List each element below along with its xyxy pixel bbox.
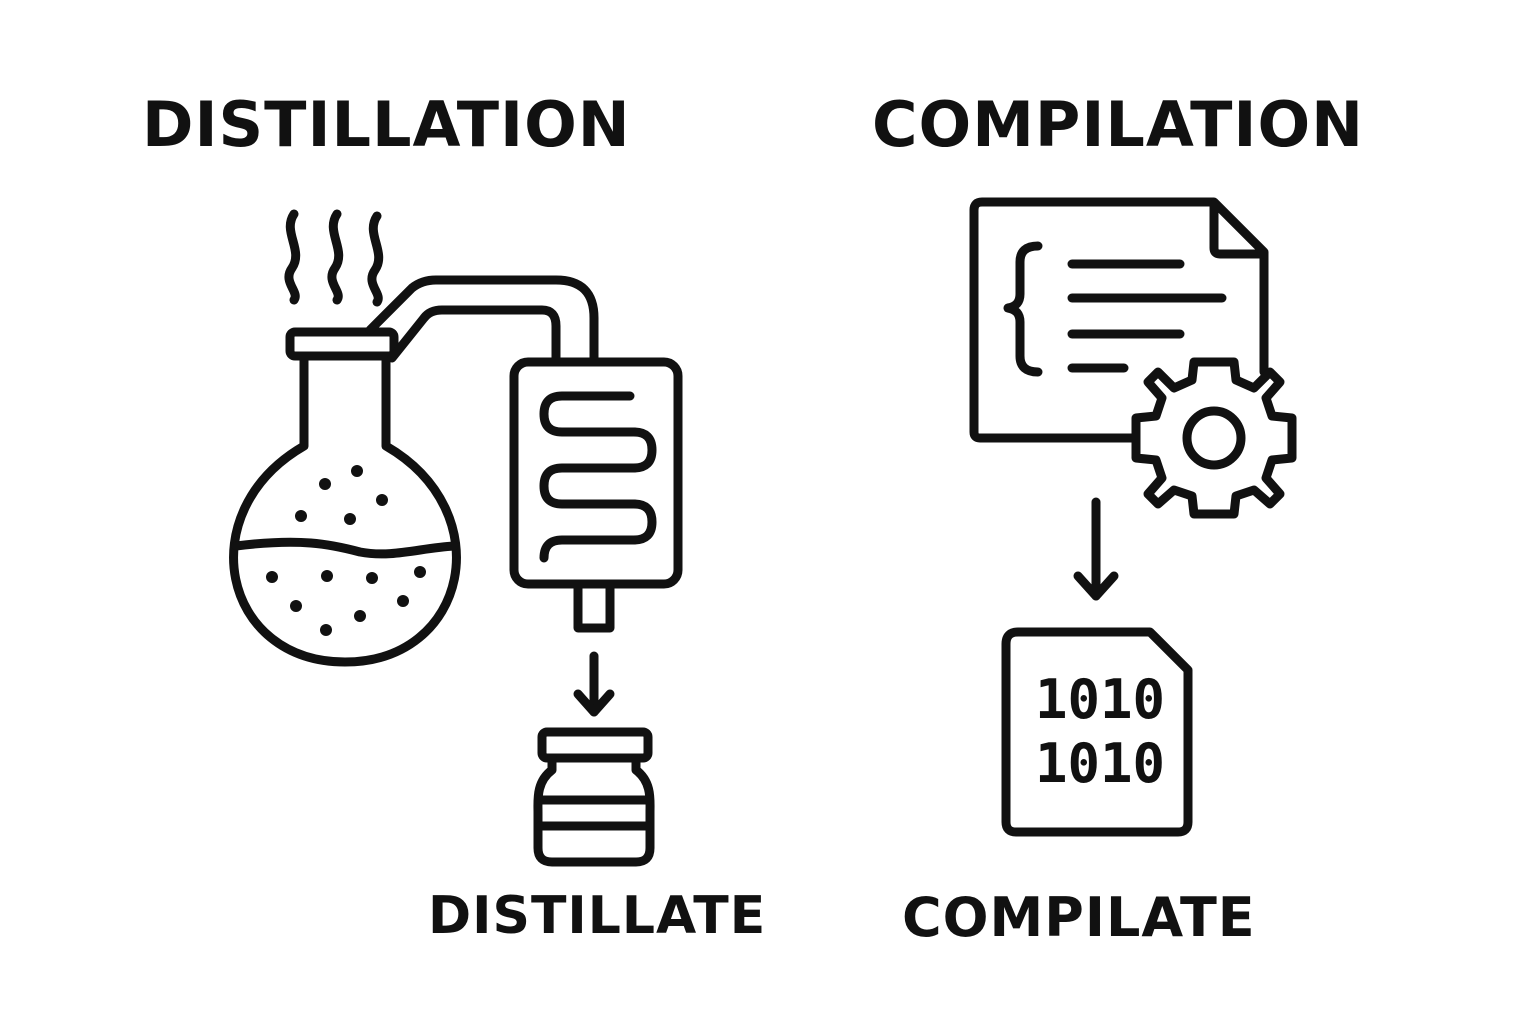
bubbles — [266, 465, 426, 636]
arrow-down-icon — [578, 656, 610, 712]
gear-icon — [1136, 362, 1292, 514]
condenser-icon — [514, 362, 678, 628]
steam-icon — [289, 214, 379, 302]
binary-file-icon — [1006, 632, 1188, 832]
binary-line: 1010 — [1034, 732, 1166, 795]
connecting-tube — [370, 280, 594, 362]
distillate-label: DISTILLATE — [428, 886, 767, 946]
binary-content: 1010 1010 — [1030, 668, 1170, 796]
source-code-document-icon — [974, 202, 1264, 438]
jar-icon — [538, 732, 650, 862]
flask-icon — [234, 332, 457, 662]
compilate-label: COMPILATE — [902, 886, 1256, 949]
arrow-down-icon — [1078, 502, 1114, 596]
binary-line: 1010 — [1034, 668, 1166, 731]
compilation-title: COMPILATION — [872, 88, 1365, 161]
distillation-title: DISTILLATION — [142, 88, 631, 161]
